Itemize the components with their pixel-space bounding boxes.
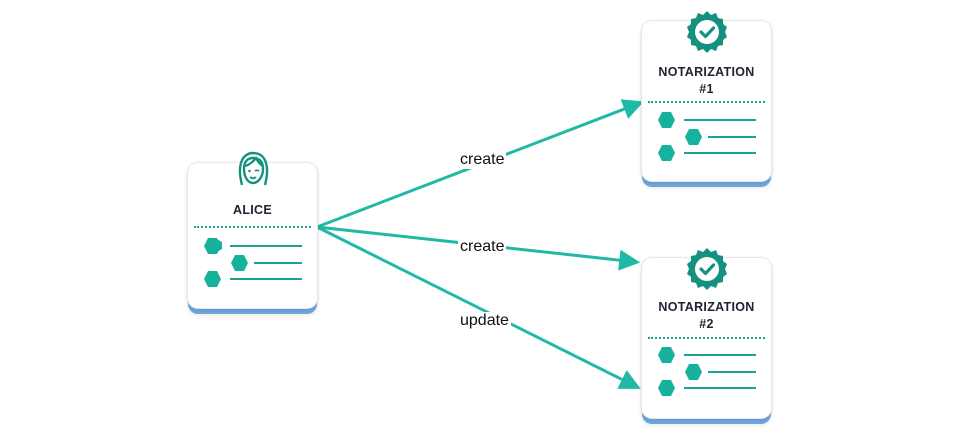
edge-label-create-1: create [458, 151, 507, 169]
edge-label-create-2: create [458, 238, 507, 256]
data-items-icon [658, 112, 756, 161]
node-title-line-2: #2 [699, 317, 714, 331]
edge-label-update: update [458, 312, 511, 330]
verified-badge-icon [687, 11, 727, 53]
node-title-line-1: NOTARIZATION [658, 65, 755, 79]
node-notarization-1[interactable]: NOTARIZATION #1 [642, 11, 771, 181]
edge-alice-to-notarization-2-update [316, 225, 641, 389]
node-alice[interactable]: ALICE [188, 151, 317, 308]
person-icon [238, 151, 269, 186]
verified-badge-icon [687, 248, 727, 290]
dotted-divider [648, 337, 765, 339]
data-items-icon [658, 347, 756, 396]
node-notarization-2[interactable]: NOTARIZATION #2 [642, 248, 771, 418]
node-title: ALICE [233, 203, 272, 217]
node-title-line-1: NOTARIZATION [658, 300, 755, 314]
node-title-line-2: #1 [699, 82, 714, 96]
data-items-icon [204, 238, 302, 287]
dotted-divider [194, 226, 311, 228]
dotted-divider [648, 101, 765, 103]
